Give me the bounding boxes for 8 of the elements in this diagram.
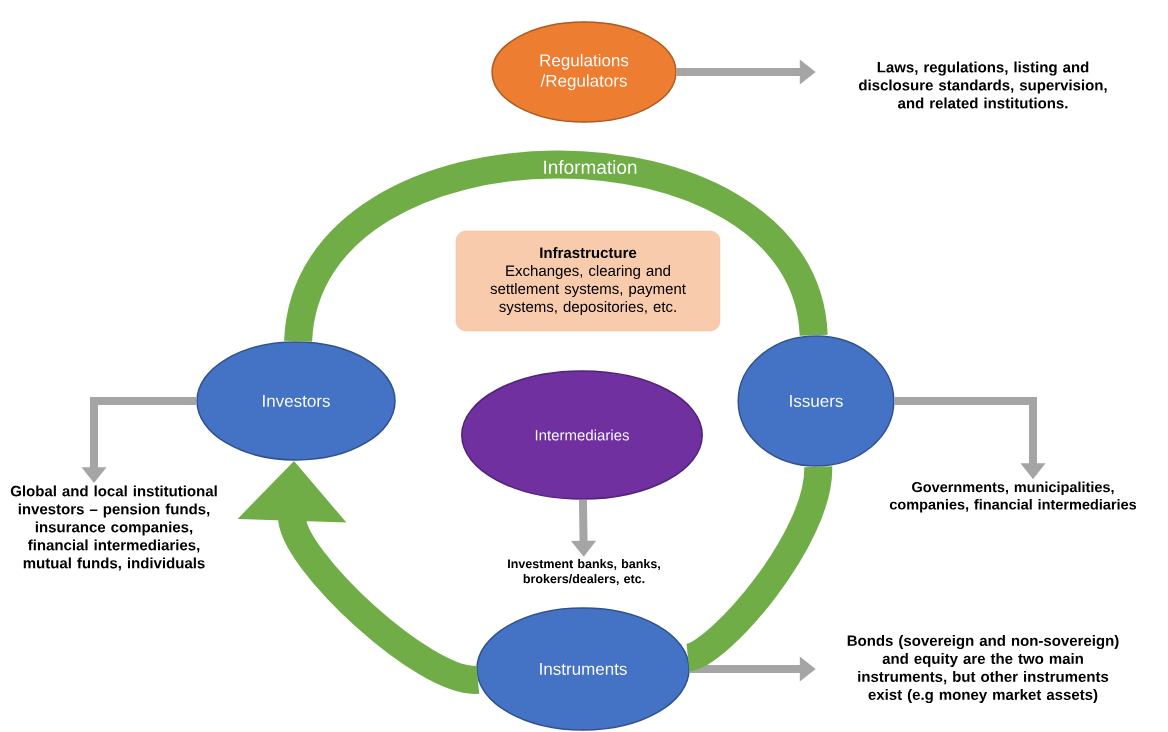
description-text: Governments, municipalities, companies, financial intermediaries — [889, 481, 1137, 513]
description-text: Bonds (sovereign and non-sovereign) and equity are the two main instruments, but other instruments exist (e.g money market assets) — [847, 635, 1119, 704]
ring-arc — [284, 150, 828, 345]
description-text: Global and local institutional investors – pension funds, insurance companies, financial intermediaries, mutual funds, individuals — [10, 485, 217, 571]
description-text: Investment banks, banks, brokers/dealers, etc. — [508, 559, 660, 585]
infrastructure-box: Infrastructure Exchanges, clearing and settlement systems, payment systems, depositories, etc. — [455, 230, 721, 332]
description-text: Laws, regulations, listing and disclosure standards, supervision, and related institutions. — [859, 61, 1107, 109]
ring-label: Information — [544, 160, 637, 174]
